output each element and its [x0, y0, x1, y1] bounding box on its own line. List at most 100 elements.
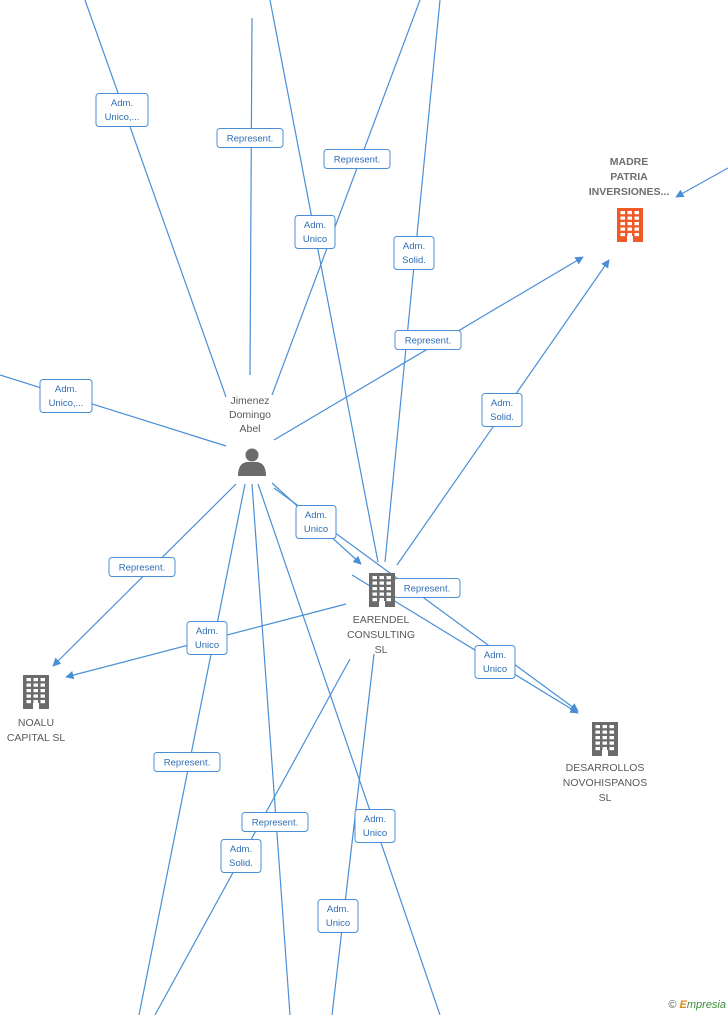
edge-label[interactable]: Adm. Unico [354, 809, 396, 843]
edge-label-box [474, 645, 516, 679]
node-label: MADRE [610, 156, 649, 168]
edge-label-box [220, 839, 262, 873]
node-label: CONSULTING [347, 629, 415, 641]
relation-edge [84, 0, 227, 398]
edge-label-text: Unico [303, 234, 327, 245]
edge-label[interactable]: Represent. [323, 149, 391, 169]
edge-label[interactable]: Adm. Solid. [481, 393, 523, 427]
node-label: INVERSIONES... [589, 186, 670, 198]
edge-label[interactable]: Adm. Unico [294, 215, 336, 249]
building-icon [592, 722, 618, 756]
edge-label-text: Represent. [164, 758, 210, 769]
edge-label-text: Unico [326, 918, 350, 929]
edge-label-text: Unico [363, 828, 387, 839]
relation-edge [269, 0, 379, 563]
edge-label[interactable]: Represent. [216, 128, 284, 148]
node-label: NOALU [18, 717, 54, 729]
edge-label-text: Adm. [364, 814, 386, 825]
relation-edge [675, 167, 728, 198]
edge-label-text: Adm. [484, 650, 506, 661]
edge-label-box [39, 379, 93, 413]
node-label: PATRIA [610, 171, 648, 183]
edge-label-text: Adm. [111, 98, 133, 109]
node-label: SL [599, 792, 612, 804]
relation-edge [138, 483, 246, 1015]
edge-label[interactable]: Adm. Unico [474, 645, 516, 679]
building-icon [369, 573, 395, 607]
edge-label-box [108, 557, 176, 577]
brand-initial: E [679, 999, 687, 1011]
node-label: Domingo [229, 409, 271, 421]
edge-label-box [323, 149, 391, 169]
edge-label-text: Represent. [404, 584, 450, 595]
person-icon [238, 448, 266, 476]
node-label: SL [375, 644, 388, 656]
edge-label-text: Represent. [334, 155, 380, 166]
edge-label-text: Adm. [403, 241, 425, 252]
edge-label-text: Adm. [230, 844, 252, 855]
edge-label-text: Adm. [327, 904, 349, 915]
edge-label-box [354, 809, 396, 843]
node-label: CAPITAL SL [7, 732, 66, 744]
edge-label[interactable]: Adm. Solid. [393, 236, 435, 270]
edge-label-box [216, 128, 284, 148]
node-madre[interactable]: MADRE PATRIA INVERSIONES... [589, 156, 670, 242]
edge-label[interactable]: Adm. Unico [317, 899, 359, 933]
edge-label[interactable]: Represent. [108, 557, 176, 577]
edge-label-box [394, 330, 462, 350]
edge-label[interactable]: Adm. Unico,... [39, 379, 93, 413]
relation-edge [0, 374, 227, 447]
edge-label[interactable]: Represent. [394, 330, 462, 350]
relation-edge [271, 0, 421, 396]
edge-label-text: Unico [304, 524, 328, 535]
node-desarrollos[interactable]: DESARROLLOS NOVOHISPANOS SL [563, 722, 647, 804]
edge-label-text: Adm. [55, 384, 77, 395]
relation-edge [257, 483, 441, 1015]
edge-label[interactable]: Represent. [153, 752, 221, 772]
relation-edge [251, 483, 291, 1015]
footer-brand: © Empresia [668, 999, 726, 1011]
edge-label-text: Represent. [405, 336, 451, 347]
edge-label-box [186, 621, 228, 655]
edge-label[interactable]: Represent. [393, 578, 461, 598]
edge-label-text: Solid. [490, 412, 514, 423]
nodes-layer: MADREPATRIAINVERSIONES...JimenezDomingoA… [7, 156, 670, 804]
edge-label-box [153, 752, 221, 772]
edge-label[interactable]: Represent. [241, 812, 309, 832]
edge-label[interactable]: Adm. Solid. [220, 839, 262, 873]
relation-edge [331, 653, 375, 1015]
edge-label[interactable]: Adm.Unico,... [95, 93, 149, 127]
relation-edge [249, 17, 253, 376]
edge-label-text: Adm. [491, 398, 513, 409]
edge-label-text: Unico,... [49, 398, 84, 409]
edge-label-box [317, 899, 359, 933]
edge-label-text: Represent. [119, 563, 165, 574]
brand-name: mpresia [686, 999, 726, 1011]
edge-label[interactable]: Adm. Unico [186, 621, 228, 655]
edge-label-text: Represent. [252, 818, 298, 829]
edge-label-text: Adm. [196, 626, 218, 637]
edge-label-text: Adm. [304, 220, 326, 231]
edge-label[interactable]: Adm.Unico [295, 505, 337, 539]
building-icon [23, 675, 49, 709]
node-noalu[interactable]: NOALU CAPITAL SL [7, 675, 66, 744]
edge-label-text: Solid. [229, 858, 253, 869]
copyright-symbol: © [668, 999, 677, 1011]
node-label: NOVOHISPANOS [563, 777, 647, 789]
node-label: DESARROLLOS [566, 762, 645, 774]
edge-label-text: Solid. [402, 255, 426, 266]
edge-label-box [295, 505, 337, 539]
edge-label-text: Unico [195, 640, 219, 651]
edge-label-text: Unico [483, 664, 507, 675]
relation-edge [154, 658, 351, 1015]
relation-edge [384, 0, 441, 563]
edge-label-box [241, 812, 309, 832]
edge-label-box [393, 236, 435, 270]
edge-label-box [481, 393, 523, 427]
edge-label-box [95, 93, 149, 127]
node-label: Jimenez [230, 395, 269, 407]
edge-label-box [294, 215, 336, 249]
